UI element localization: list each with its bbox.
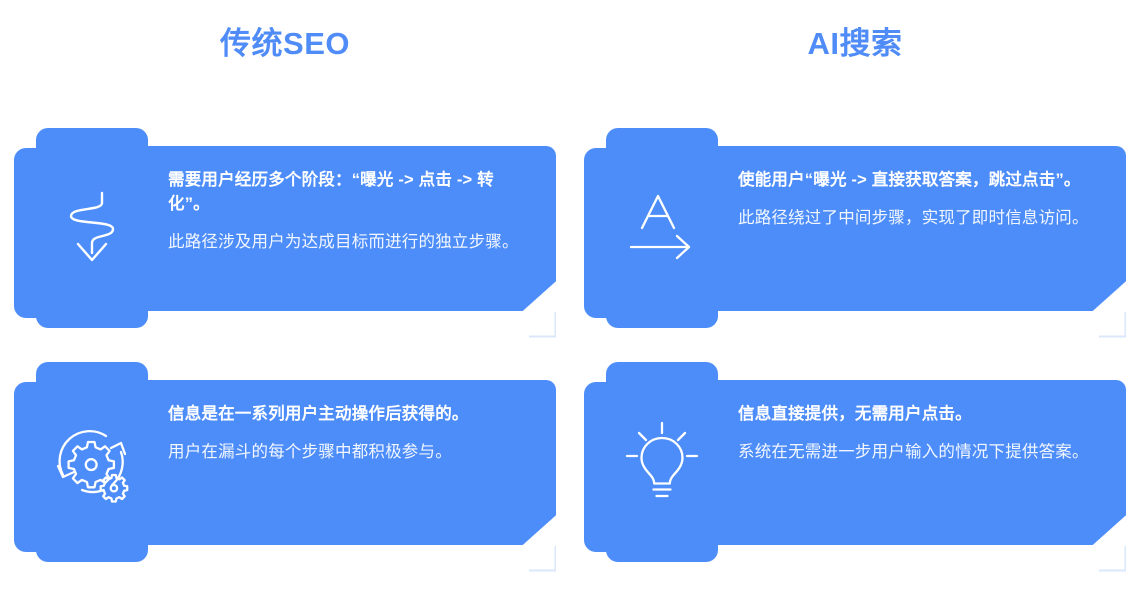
card-group: 信息直接提供，无需用户点击。 系统在无需进一步用户输入的情况下提供答案。 (584, 362, 1126, 572)
column-ai-search: AI搜索 使能用户“曝光 -> 直接获取答案，跳过点击”。 此路径绕过了中间步骤… (570, 0, 1140, 594)
card-heading: 信息直接提供，无需用户点击。 (738, 405, 972, 423)
icon-card (36, 362, 148, 562)
lightbulb-icon (621, 419, 703, 505)
icon-card (606, 362, 718, 562)
card-heading: 使能用户“曝光 -> 直接获取答案，跳过点击”。 (738, 171, 1081, 189)
card-body: 用户在漏斗的每个步骤中都积极参与。 (168, 443, 452, 461)
column-traditional-seo: 传统SEO 需要用户经历多个阶段：“曝光 -> 点击 -> 转化”。 此路径涉及… (14, 26, 556, 572)
content-card: 使能用户“曝光 -> 直接获取答案，跳过点击”。 此路径绕过了中间步骤，实现了即… (710, 146, 1126, 311)
gears-refresh-icon (49, 419, 135, 505)
card-body: 此路径涉及用户为达成目标而进行的独立步骤。 (168, 233, 519, 251)
card-group: 使能用户“曝光 -> 直接获取答案，跳过点击”。 此路径绕过了中间步骤，实现了即… (584, 128, 1126, 338)
icon-card (36, 128, 148, 328)
content-card: 信息直接提供，无需用户点击。 系统在无需进一步用户输入的情况下提供答案。 (710, 380, 1126, 545)
corner-fold-icon (1094, 310, 1126, 338)
card-group: 信息是在一系列用户主动操作后获得的。 用户在漏斗的每个步骤中都积极参与。 (14, 362, 556, 572)
corner-fold-icon (1094, 544, 1126, 572)
card-group: 需要用户经历多个阶段：“曝光 -> 点击 -> 转化”。 此路径涉及用户为达成目… (14, 128, 556, 338)
column-title-traditional-seo: 传统SEO (220, 26, 350, 61)
card-heading: 需要用户经历多个阶段：“曝光 -> 点击 -> 转化”。 (168, 171, 494, 213)
card-heading: 信息是在一系列用户主动操作后获得的。 (168, 405, 469, 423)
corner-fold-icon (524, 310, 556, 338)
squiggly-down-arrow-icon (61, 189, 123, 267)
column-title-ai-search: AI搜索 (807, 26, 903, 61)
icon-card (606, 128, 718, 328)
content-card: 需要用户经历多个阶段：“曝光 -> 点击 -> 转化”。 此路径涉及用户为达成目… (140, 146, 556, 311)
letter-a-arrow-icon (625, 190, 699, 266)
card-body: 此路径绕过了中间步骤，实现了即时信息访问。 (738, 209, 1089, 227)
content-card: 信息是在一系列用户主动操作后获得的。 用户在漏斗的每个步骤中都积极参与。 (140, 380, 556, 545)
card-body: 系统在无需进一步用户输入的情况下提供答案。 (738, 443, 1089, 461)
corner-fold-icon (524, 544, 556, 572)
